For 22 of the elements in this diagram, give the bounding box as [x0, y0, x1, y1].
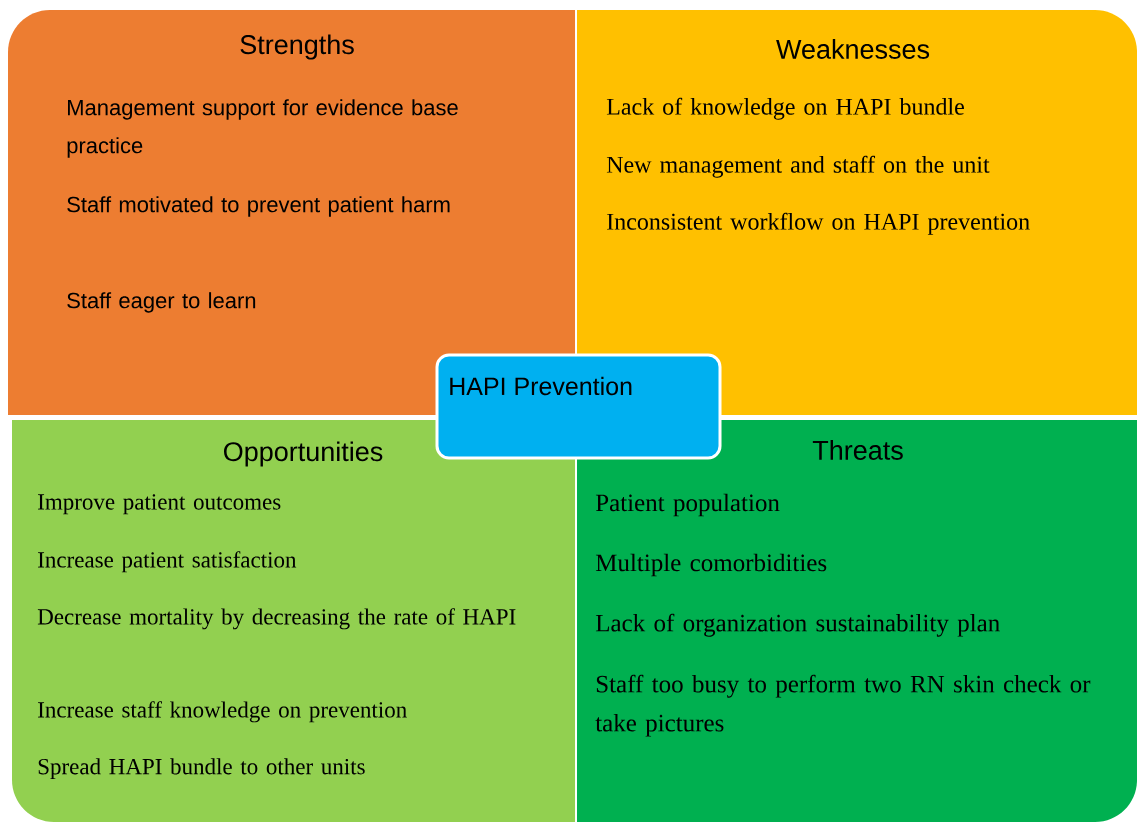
list-item: New management and staff on the unit	[606, 155, 990, 178]
list-item: Management support for evidence base practice	[67, 99, 458, 158]
list-item: Increase staff knowledge on prevention	[38, 701, 407, 723]
list-item: Inconsistent workflow on HAPI prevention	[607, 212, 1030, 235]
list-item: Lack of knowledge on HAPI bundle	[606, 97, 964, 120]
list-item: Spread HAPI bundle to other units	[38, 758, 365, 780]
list-item: Patient population	[595, 493, 780, 517]
panel-heading: Weaknesses	[776, 39, 930, 59]
quadrant-panel	[12, 420, 575, 822]
list-item: Increase patient satisfaction	[38, 551, 297, 573]
list-item: Staff eager to learn	[67, 292, 256, 313]
list-item: Staff motivated to prevent patient harm	[67, 196, 450, 217]
list-item: Multiple comorbidities	[595, 553, 827, 577]
panel-heading: Opportunities	[224, 441, 383, 467]
list-item: Decrease mortality by decreasing the rate of HAPI	[37, 608, 516, 630]
list-item: Improve patient outcomes	[38, 494, 281, 515]
center-box: HAPI Prevention	[435, 353, 722, 460]
list-item: Lack of organization sustainability plan	[595, 613, 1000, 637]
panel-heading: Threats	[812, 440, 903, 460]
quadrant-panel	[577, 420, 1137, 822]
list-item: Staff too busy to perform two RN skin check or take pictures	[595, 674, 1091, 737]
panel-heading: Strengths	[240, 34, 354, 60]
